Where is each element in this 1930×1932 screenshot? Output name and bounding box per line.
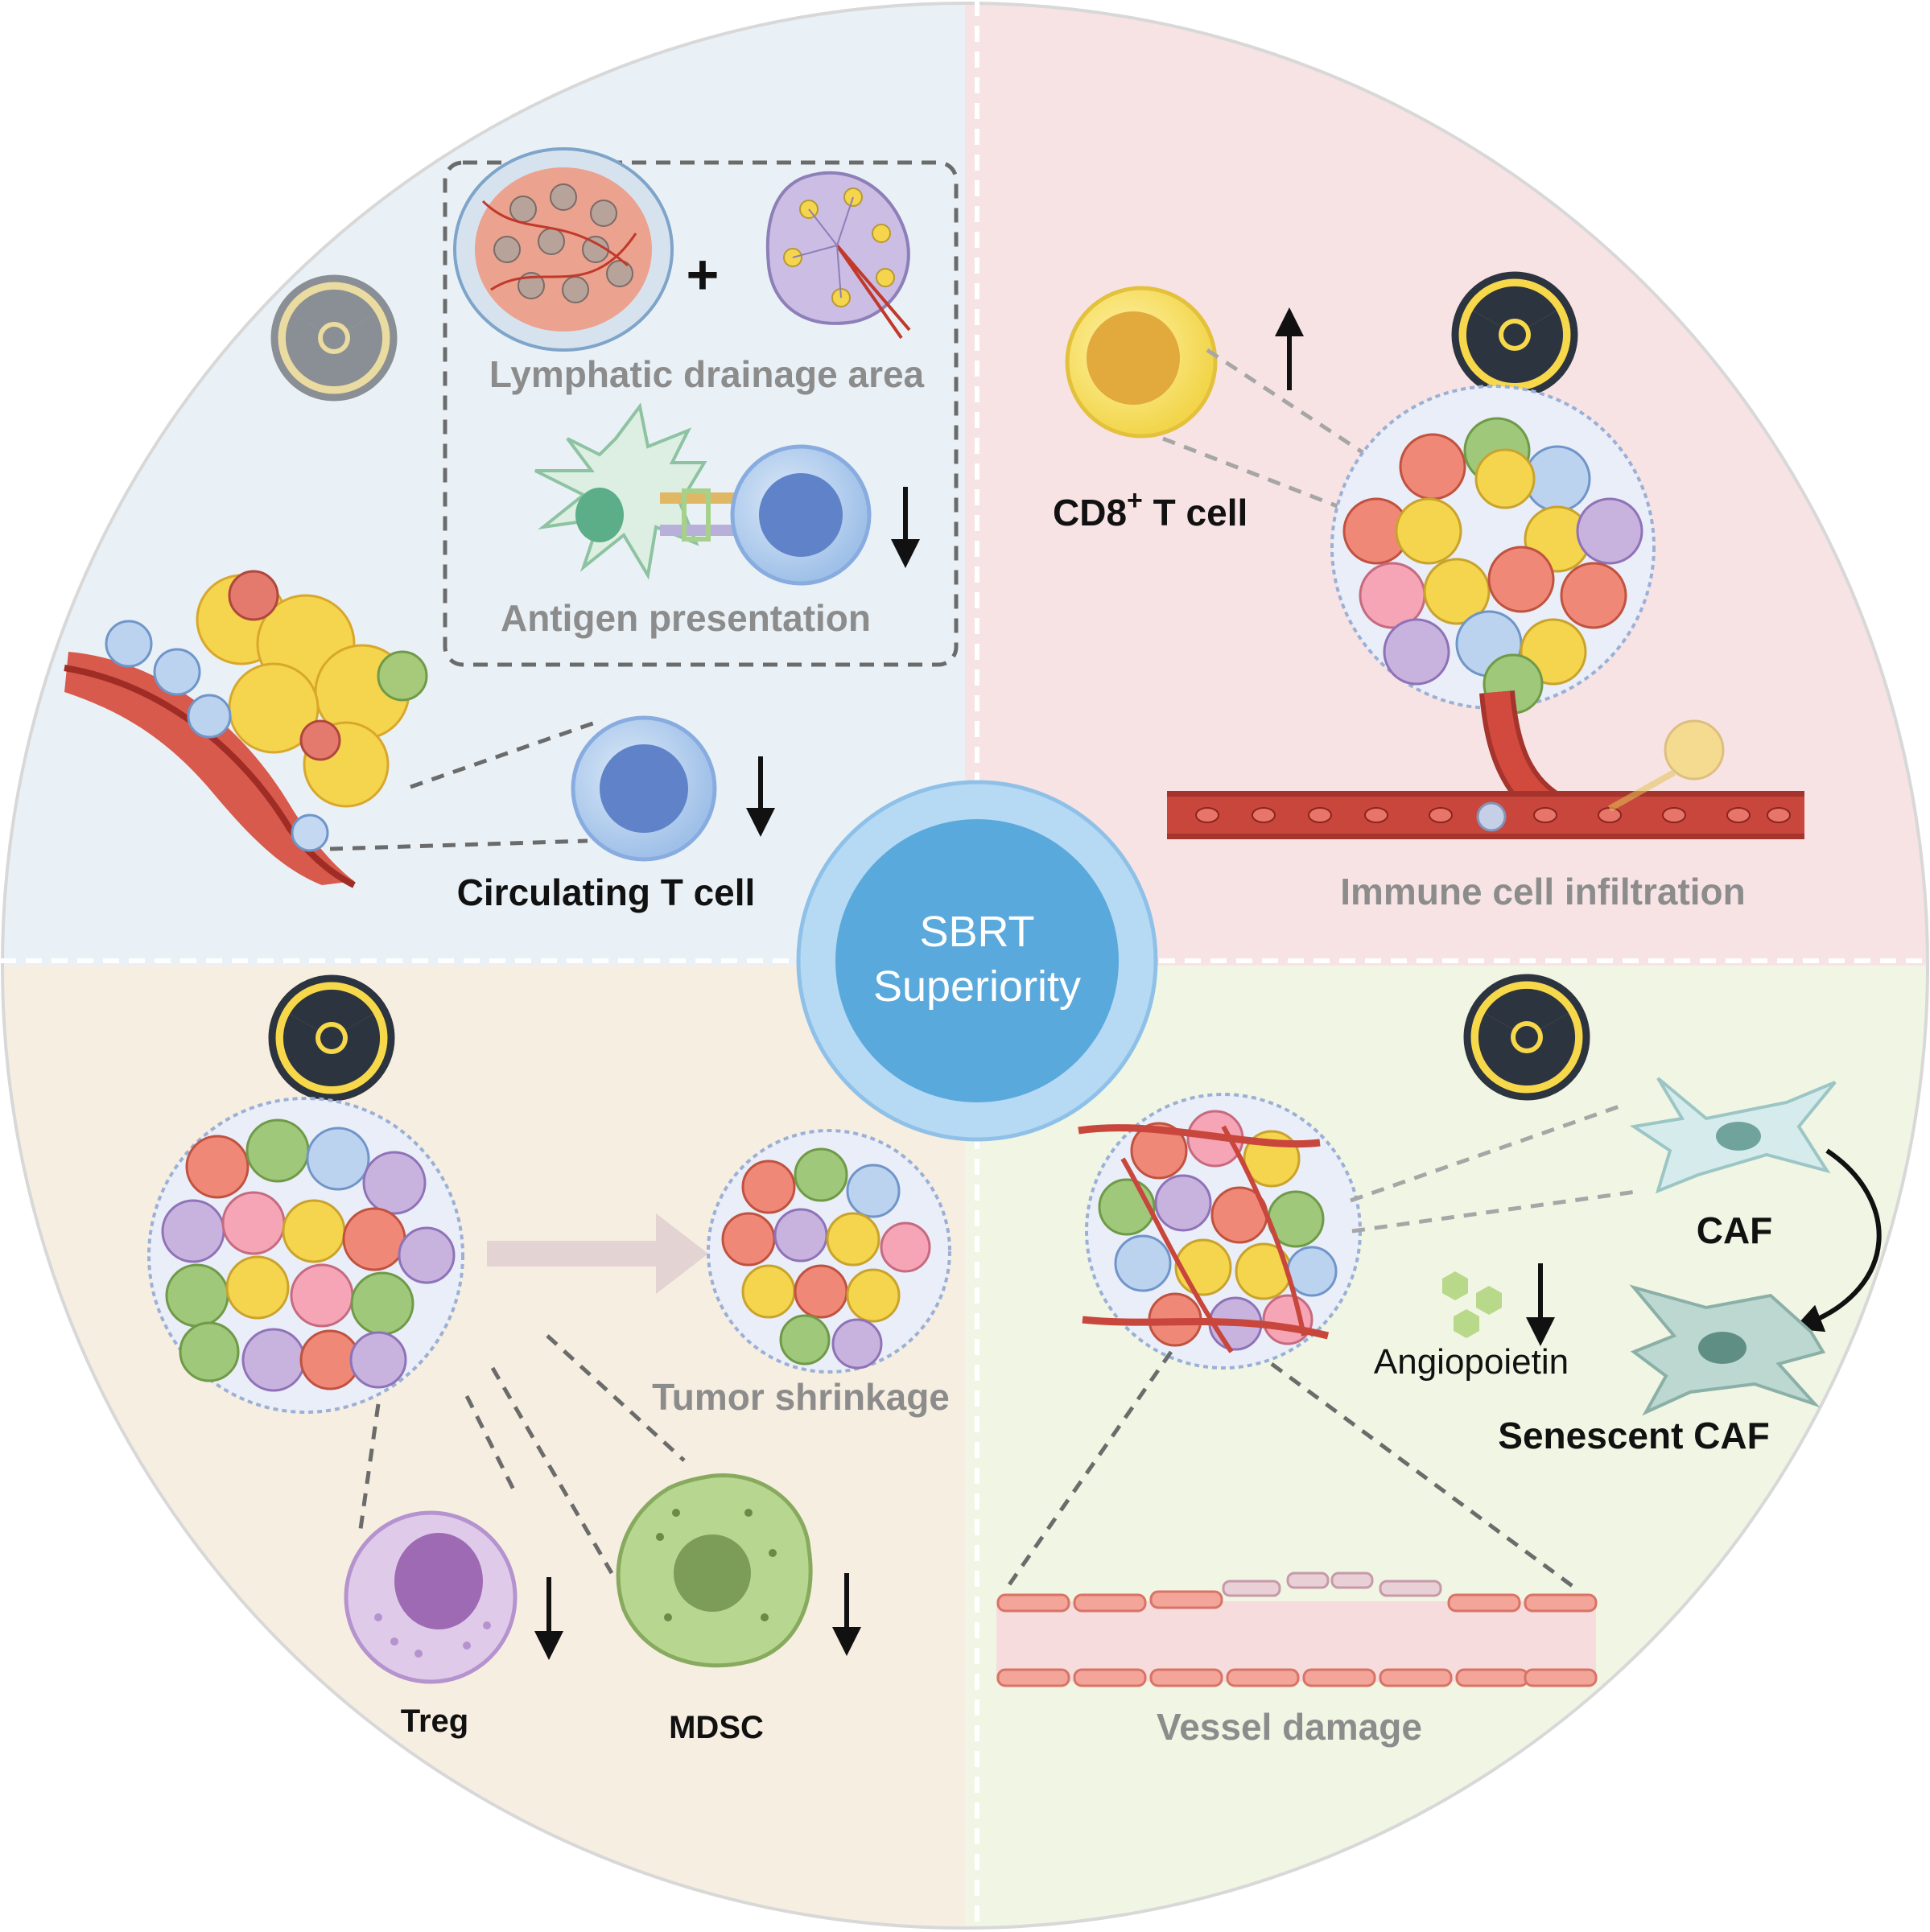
quadrant-top-right: CD8+ T cell [1053,271,1804,912]
t-cell-presenting-icon [730,444,872,586]
center-badge: SBRT Superiority [796,780,1158,1142]
mdsc-connector-right [546,1334,686,1462]
caf-cell-icon [1629,1077,1837,1194]
antigen-presentation-label: Antigen presentation [501,597,871,639]
treg-connector-right [464,1394,518,1494]
center-title-line2: Superiority [873,962,1081,1011]
mdsc-connector-left [490,1366,614,1575]
plus-sign: + [687,243,720,306]
quadrant-bottom-left: Tumor shrinkage Treg MDSC [147,974,951,1745]
cd8-label-sup: + [1127,485,1143,516]
lymphatic-drainage-label: Lymphatic drainage area [489,353,925,395]
connector-lower [329,838,588,851]
cd8-connector-lower [1162,436,1361,517]
circulating-t-cell-label: Circulating T cell [457,871,756,913]
tumor-large-icon [147,1097,464,1414]
radiation-icon [1463,974,1590,1101]
treg-cell-icon [344,1510,518,1684]
center-title-line1: SBRT [919,908,1034,956]
immune-infiltration-label: Immune cell infiltration [1340,871,1746,912]
mdsc-cell-icon [616,1473,813,1668]
cd8-t-cell-label: CD8+ T cell [1053,485,1247,533]
senescent-caf-label: Senescent CAF [1498,1415,1769,1456]
caf-connector-lower [1351,1188,1643,1234]
cd8-label-suffix: T cell [1143,492,1247,533]
angiopoietin-icon [1442,1271,1502,1338]
cd8-connector-upper [1206,348,1386,469]
caf-label: CAF [1697,1209,1773,1251]
tumor-vascular-icon [1078,1093,1362,1370]
tumor-small-icon [707,1129,951,1374]
lymph-node-icon [765,171,911,340]
tumor-infiltrated-icon [1330,385,1656,715]
tumor-vessel-icon [64,570,428,888]
angiopoietin-label: Angiopoietin [1374,1342,1569,1382]
vessel-connector-left [1004,1350,1173,1591]
vessel-wall-icon [996,1572,1598,1687]
vessel-damage-label: Vessel damage [1157,1706,1422,1748]
vessel-connector-right [1270,1361,1575,1589]
quadrant-top-left: + Lymphatic drainage area Antig [64,147,959,913]
blood-vessel-icon [1167,690,1804,839]
tumor-shrinkage-label: Tumor shrinkage [652,1376,950,1418]
tumor-lymph-icon [453,147,674,352]
dendritic-cell-icon [534,402,707,580]
treg-label: Treg [401,1703,468,1739]
radiation-icon [1451,271,1578,398]
senescent-caf-icon [1629,1284,1826,1416]
receptor-complex [660,488,740,542]
radiation-icon [268,974,395,1102]
quadrant-bottom-right: CAF Senescent CAF Angiopoietin [996,974,1882,1748]
circulating-t-cell-icon [571,715,717,862]
lymphatic-box [443,160,959,667]
connector-upper [410,718,603,789]
caf-transition-arrow [1793,1148,1882,1333]
radiation-icon [270,274,398,402]
caf-connector-upper [1350,1104,1620,1203]
cd8-t-cell-icon [1065,286,1218,439]
cd8-label-main: CD8 [1053,492,1127,533]
shrink-arrow [487,1213,708,1294]
mdsc-label: MDSC [669,1710,764,1745]
